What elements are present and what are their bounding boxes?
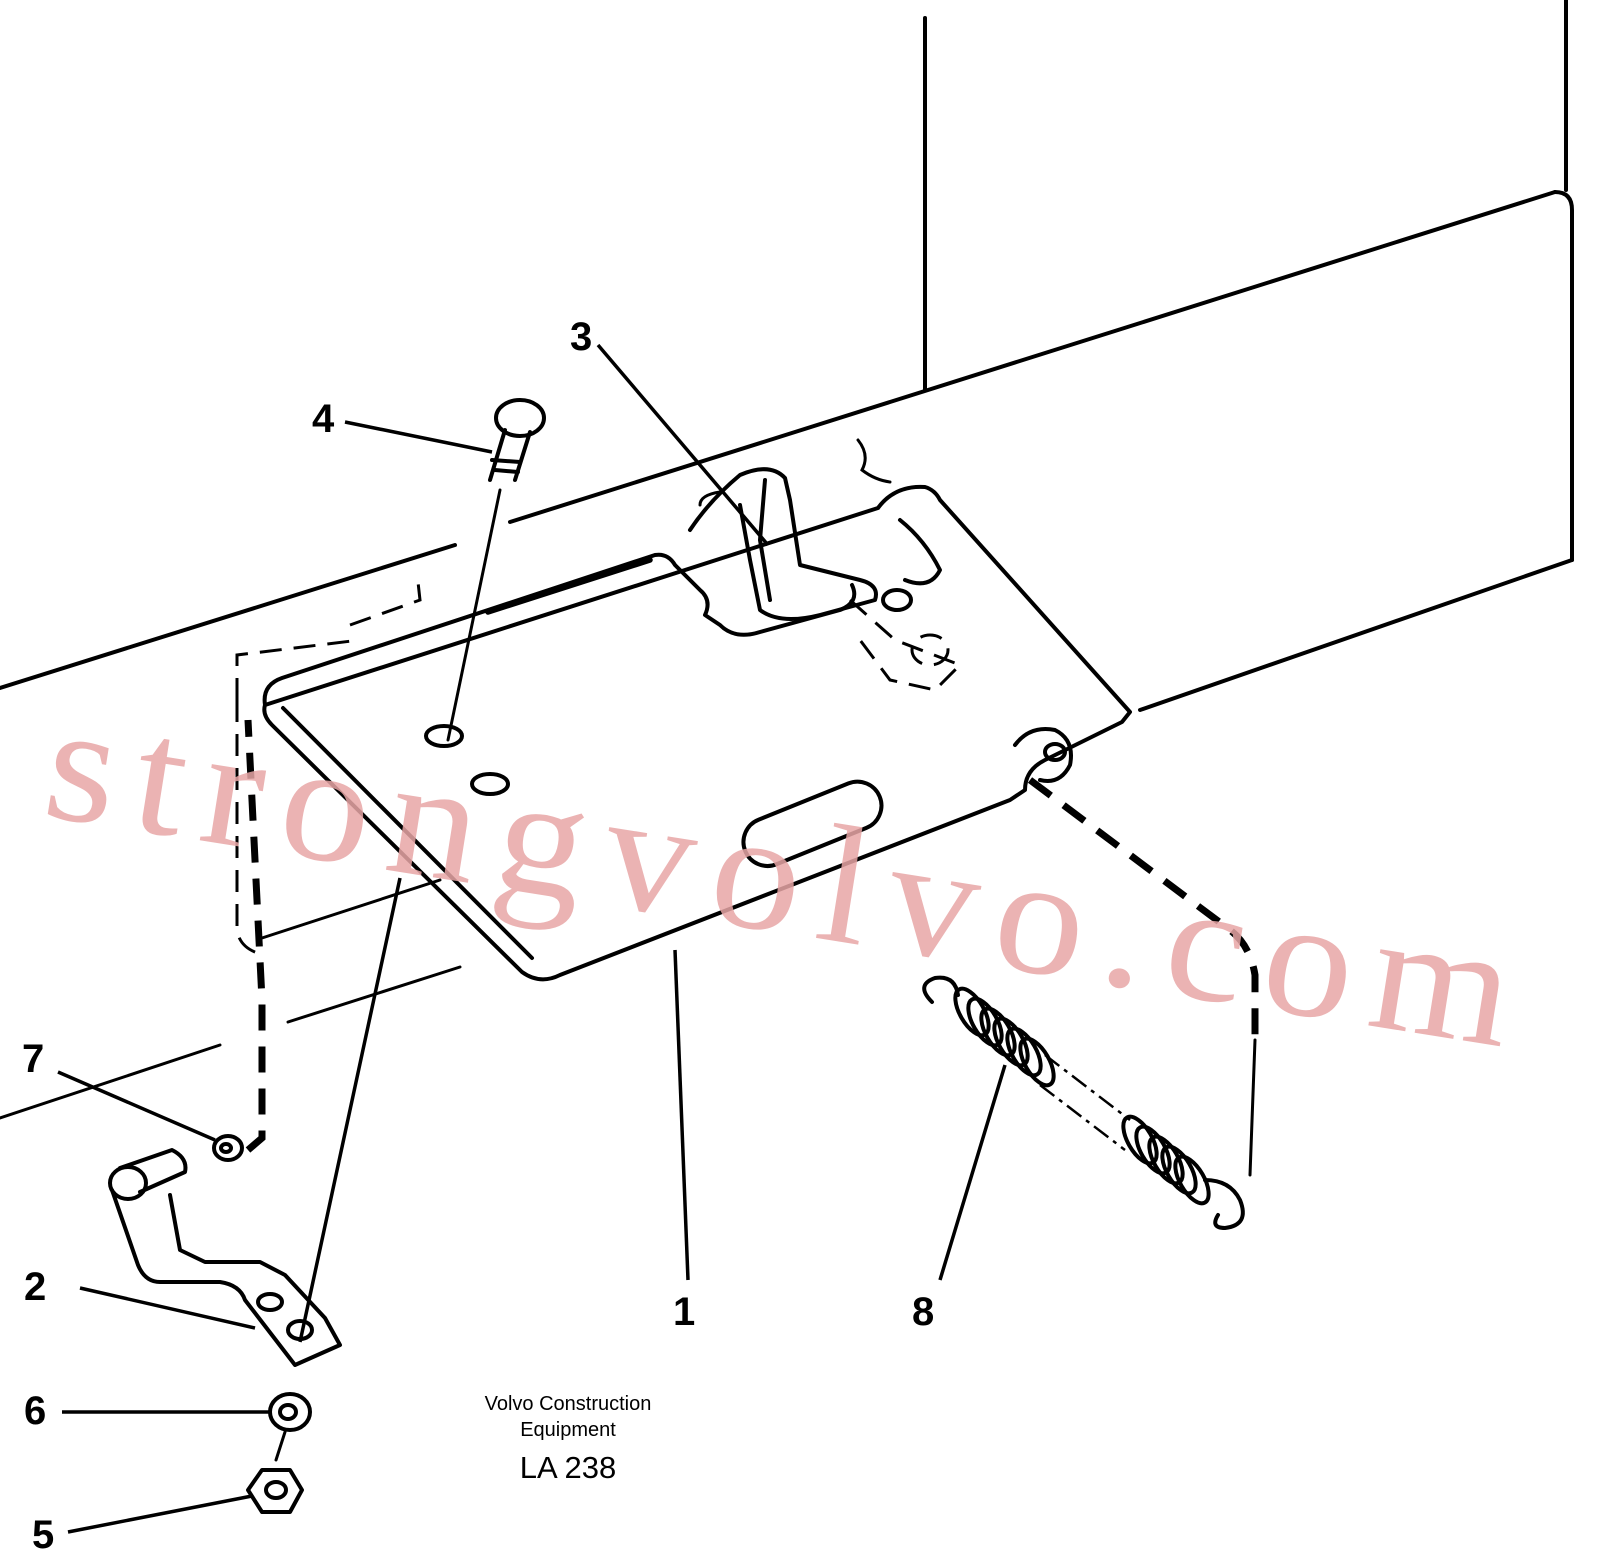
caption-line-1: Volvo Construction [485, 1393, 652, 1415]
callout-labels: 1 2 3 4 5 6 7 8 [22, 315, 934, 1555]
callout-1: 1 [673, 1290, 695, 1334]
callout-4: 4 [312, 397, 335, 441]
callout-2: 2 [24, 1265, 46, 1309]
diagram-caption: Volvo Construction Equipment LA 238 [485, 1393, 652, 1485]
washer-part [268, 1392, 312, 1432]
callout-6: 6 [24, 1389, 46, 1433]
upper-bracket-part [688, 438, 942, 621]
leader-lines [57, 343, 1007, 1534]
callout-8: 8 [912, 1290, 934, 1334]
screw-part [446, 398, 546, 742]
callout-3: 3 [570, 315, 592, 359]
nut-part [246, 1430, 304, 1514]
callout-5: 5 [32, 1513, 54, 1555]
caption-line-2: Equipment [520, 1419, 616, 1441]
small-washer-part [212, 1134, 244, 1162]
frame-structure [0, 0, 1574, 1120]
spring-part [922, 777, 1259, 1230]
caption-code: LA 238 [520, 1450, 617, 1485]
callout-7: 7 [22, 1037, 44, 1081]
